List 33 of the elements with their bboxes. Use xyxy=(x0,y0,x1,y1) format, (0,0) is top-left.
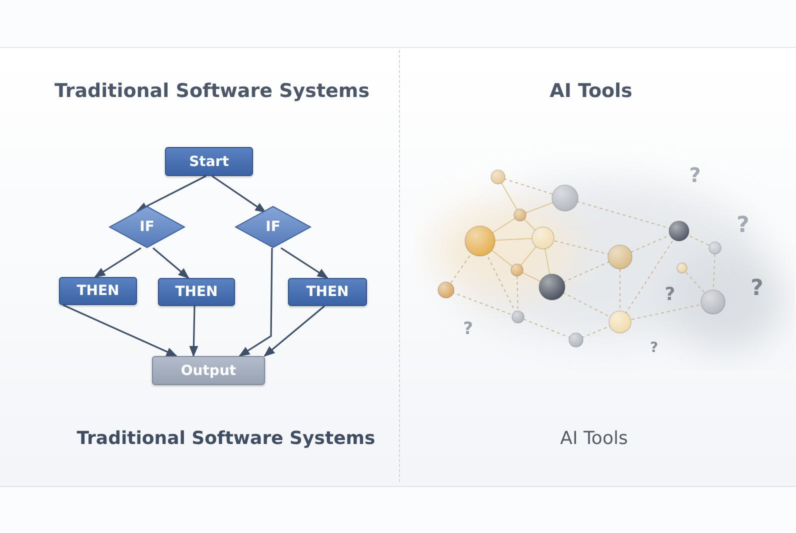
question-mark: ? xyxy=(463,319,473,339)
arrow xyxy=(212,175,266,213)
node-label: Start xyxy=(189,154,229,170)
arrow xyxy=(264,305,326,357)
node-label: THEN xyxy=(175,284,218,300)
process-box xyxy=(165,147,253,176)
node-label: THEN xyxy=(76,283,120,299)
process-box xyxy=(59,277,137,305)
question-mark: ? xyxy=(736,213,750,238)
arrow xyxy=(238,248,273,357)
arrow xyxy=(136,175,206,212)
process-box xyxy=(288,278,367,306)
panel-heading: Traditional Software Systems xyxy=(54,80,370,102)
arrow xyxy=(94,247,142,278)
panel-heading: AI Tools xyxy=(560,428,628,449)
question-mark: ? xyxy=(689,163,701,187)
question-mark: ? xyxy=(750,276,764,301)
arrow xyxy=(62,304,178,357)
arrow xyxy=(280,247,328,279)
decision-diamond xyxy=(109,206,185,248)
node-label: Output xyxy=(180,362,236,378)
question-mark: ? xyxy=(650,340,658,356)
question-mark: ? xyxy=(664,284,676,305)
output-box xyxy=(152,356,265,385)
arrow xyxy=(152,247,190,279)
panel-heading: Traditional Software Systems xyxy=(76,428,376,449)
arrow xyxy=(189,306,198,358)
node-label: IF xyxy=(140,219,154,235)
node-label: THEN xyxy=(306,284,349,300)
process-box xyxy=(158,278,235,306)
node-label: IF xyxy=(266,219,280,235)
panel-heading: AI Tools xyxy=(550,80,632,102)
decision-diamond xyxy=(235,206,311,248)
